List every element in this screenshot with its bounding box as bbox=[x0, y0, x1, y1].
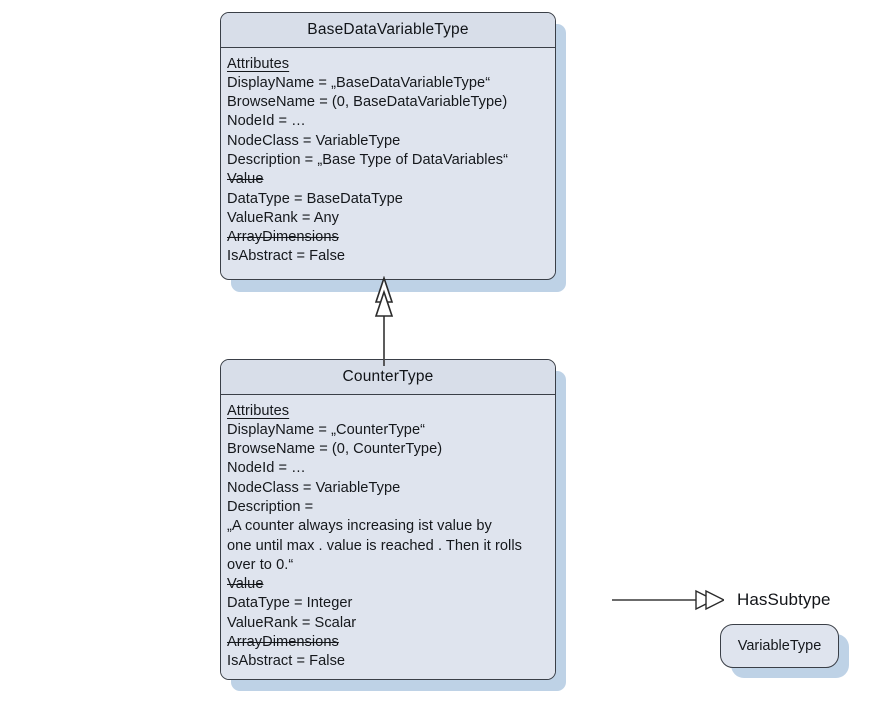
class-title-counter-type: CounterType bbox=[221, 360, 555, 395]
attribute-browse-name: BrowseName = (0, BaseDataVariableType) bbox=[227, 94, 508, 111]
attribute-value: Value bbox=[227, 171, 264, 188]
attribute-description-line-2: one until max . value is reached . Then … bbox=[227, 537, 522, 554]
class-box-base-data-variable-type[interactable]: BaseDataVariableType Attributes DisplayN… bbox=[220, 12, 556, 280]
class-attributes-base-data-variable-type: Attributes DisplayName = „BaseDataVariab… bbox=[221, 47, 555, 275]
legend-has-subtype-label: HasSubtype bbox=[737, 590, 831, 609]
attribute-is-abstract: IsAbstract = False bbox=[227, 653, 346, 670]
attribute-value: Value bbox=[227, 576, 264, 593]
attribute-node-id: NodeId = … bbox=[227, 460, 306, 477]
legend-node-variable-type-label: VariableType bbox=[737, 638, 822, 654]
class-title-base-data-variable-type: BaseDataVariableType bbox=[221, 13, 555, 48]
attributes-section-label: Attributes bbox=[227, 402, 290, 419]
attribute-display-name: DisplayName = „CounterType“ bbox=[227, 421, 426, 438]
attribute-display-name: DisplayName = „BaseDataVariableType“ bbox=[227, 74, 491, 91]
class-box-counter-type[interactable]: CounterType Attributes DisplayName = „Co… bbox=[220, 359, 556, 680]
attribute-data-type: DataType = BaseDataType bbox=[227, 190, 403, 207]
attribute-node-id: NodeId = … bbox=[227, 113, 306, 130]
attributes-section-label: Attributes bbox=[227, 55, 290, 72]
attribute-description-line-3: over to 0.“ bbox=[227, 556, 294, 573]
legend-has-subtype-arrow-icon bbox=[612, 589, 724, 611]
attribute-description: Description = „Base Type of DataVariable… bbox=[227, 151, 509, 168]
attribute-browse-name: BrowseName = (0, CounterType) bbox=[227, 441, 443, 458]
attribute-value-rank: ValueRank = Any bbox=[227, 209, 340, 226]
attribute-node-class: NodeClass = VariableType bbox=[227, 132, 401, 149]
attribute-value-rank: ValueRank = Scalar bbox=[227, 614, 357, 631]
attribute-node-class: NodeClass = VariableType bbox=[227, 479, 401, 496]
class-attributes-counter-type: Attributes DisplayName = „CounterType“ B… bbox=[221, 394, 555, 679]
legend-node-variable-type[interactable]: VariableType bbox=[720, 624, 839, 668]
attribute-description: Description = bbox=[227, 498, 314, 515]
attribute-description-line-1: „A counter always increasing ist value b… bbox=[227, 518, 492, 535]
attribute-array-dimensions: ArrayDimensions bbox=[227, 229, 339, 246]
attribute-data-type: DataType = Integer bbox=[227, 595, 353, 612]
attribute-is-abstract: IsAbstract = False bbox=[227, 248, 346, 265]
attribute-array-dimensions: ArrayDimensions bbox=[227, 634, 339, 651]
